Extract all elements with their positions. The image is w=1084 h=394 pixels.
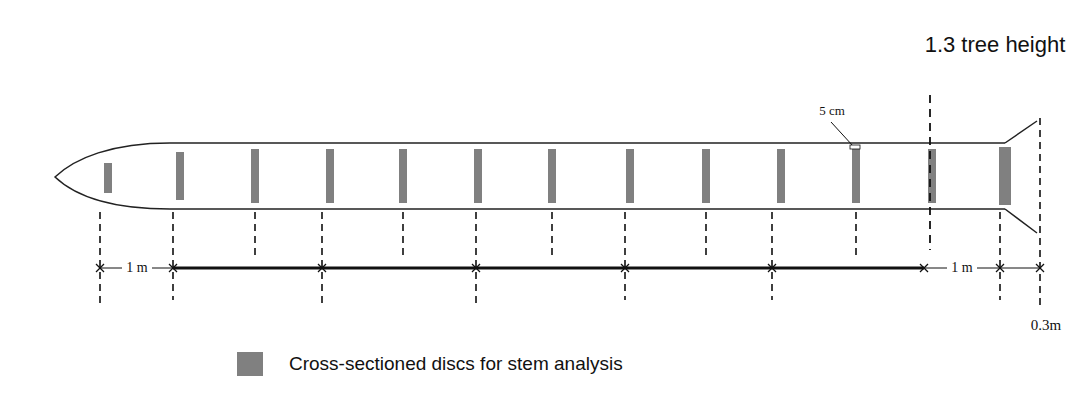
thickness-label: 5 cm: [819, 104, 845, 118]
stem-outline: [55, 143, 1005, 209]
legend-swatch: [237, 352, 263, 376]
height-label: 1.3 tree height: [925, 33, 1066, 57]
dashed-guide: [771, 212, 773, 300]
cross-section-disc: [548, 149, 556, 203]
dashed-guide: [705, 212, 707, 255]
dimension-tick: [621, 264, 629, 272]
cross-section-disc: [474, 149, 482, 203]
dimension-line: [100, 268, 1040, 269]
legend-text: Cross-sectioned discs for stem analysis: [289, 353, 623, 375]
dimension-tick: [768, 264, 776, 272]
cross-section-disc: [251, 149, 259, 203]
cross-section-disc: [326, 149, 334, 203]
dashed-guides: [100, 212, 1000, 305]
breast-height-line: [929, 95, 931, 250]
dimension-tick: [318, 264, 326, 272]
cross-section-disc: [104, 163, 112, 193]
cross-section-disc: [702, 149, 710, 203]
cross-section-disc: [399, 149, 407, 203]
dimension-label: 1 m: [124, 260, 149, 275]
dashed-guide: [855, 212, 857, 255]
dimension-label: 0.3m: [1031, 317, 1061, 334]
cross-section-disc: [852, 149, 860, 203]
dimension-tick: [920, 264, 928, 272]
dashed-guide: [99, 212, 101, 305]
cross-section-disc: [626, 149, 634, 203]
dimension-tick: [96, 264, 104, 272]
dimension-ticks: [96, 264, 1044, 272]
legend-entry: Cross-sectioned discs for stem analysis: [237, 352, 623, 376]
dashed-guide: [172, 212, 174, 300]
dashed-guide: [551, 212, 553, 255]
dimension-tick: [472, 264, 480, 272]
dashed-guide: [624, 212, 626, 300]
dashed-guide: [402, 212, 404, 255]
dimension-tick: [996, 264, 1004, 272]
leader-line: [831, 122, 853, 146]
dashed-guide: [999, 212, 1001, 300]
dashed-guide: [475, 212, 477, 305]
cross-section-disc: [176, 152, 184, 200]
disc-group: [104, 147, 1011, 205]
thickness-mark: [850, 145, 860, 149]
cross-section-disc: [777, 149, 785, 203]
dashed-guide: [254, 212, 256, 255]
dimension-label: 1 m: [949, 260, 974, 275]
stump-line: [1039, 118, 1041, 308]
dimension-tick: [169, 264, 177, 272]
cross-section-disc: [999, 147, 1011, 205]
dashed-guide: [321, 212, 323, 305]
